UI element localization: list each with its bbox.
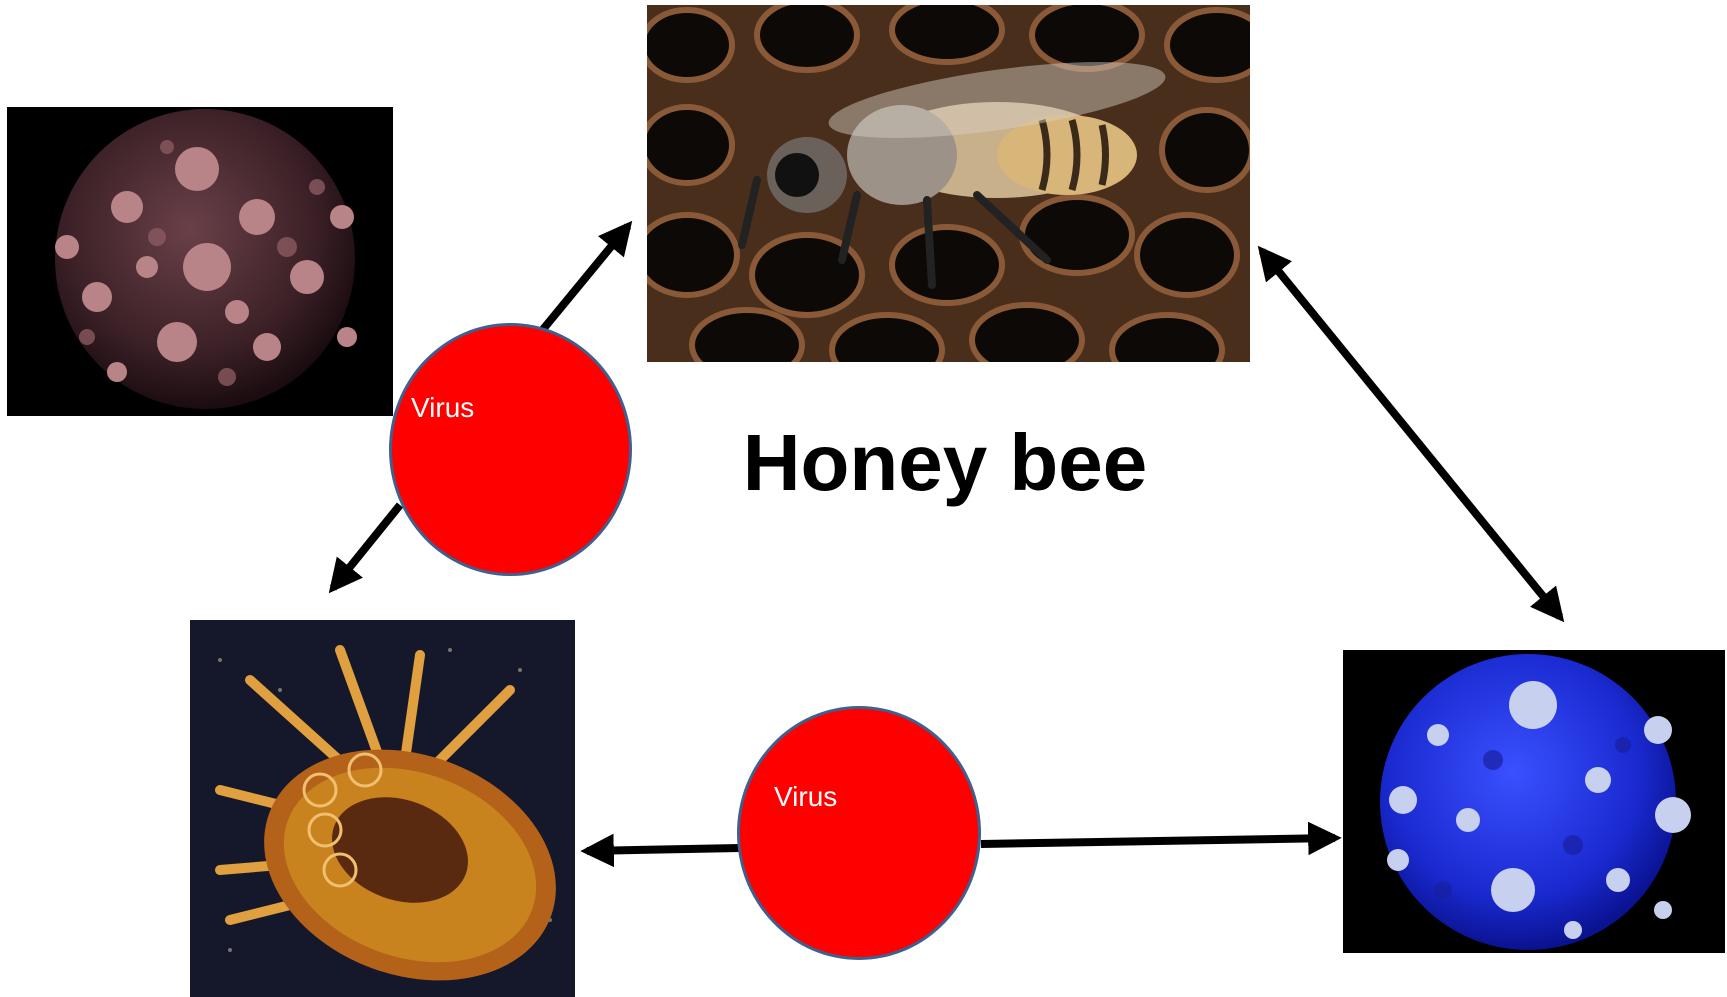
virus-label-lower: Virus (774, 781, 837, 813)
varroa-mite-image (190, 620, 575, 997)
arrow-virus-to-mite-bottom (587, 848, 740, 851)
honey-bee-image (647, 5, 1250, 362)
pink-virus-graphic (7, 107, 393, 416)
virus-node-upper: Virus (389, 323, 632, 576)
arrow-virus-to-mite (333, 505, 400, 588)
arrow-virus-to-blue-virus (981, 838, 1335, 844)
arrow-bee-blue-virus (1262, 251, 1560, 617)
varroa-mite-graphic (190, 620, 575, 997)
blue-virus-graphic (1343, 650, 1725, 953)
virus-label-upper: Virus (411, 392, 474, 424)
arrow-virus-to-bee (540, 226, 628, 333)
blue-virus-image (1343, 650, 1725, 953)
pink-virus-image (7, 107, 393, 416)
diagram-title: Honey bee (660, 423, 1230, 503)
honey-bee-graphic (647, 5, 1250, 362)
virus-node-lower: Virus (737, 706, 981, 960)
